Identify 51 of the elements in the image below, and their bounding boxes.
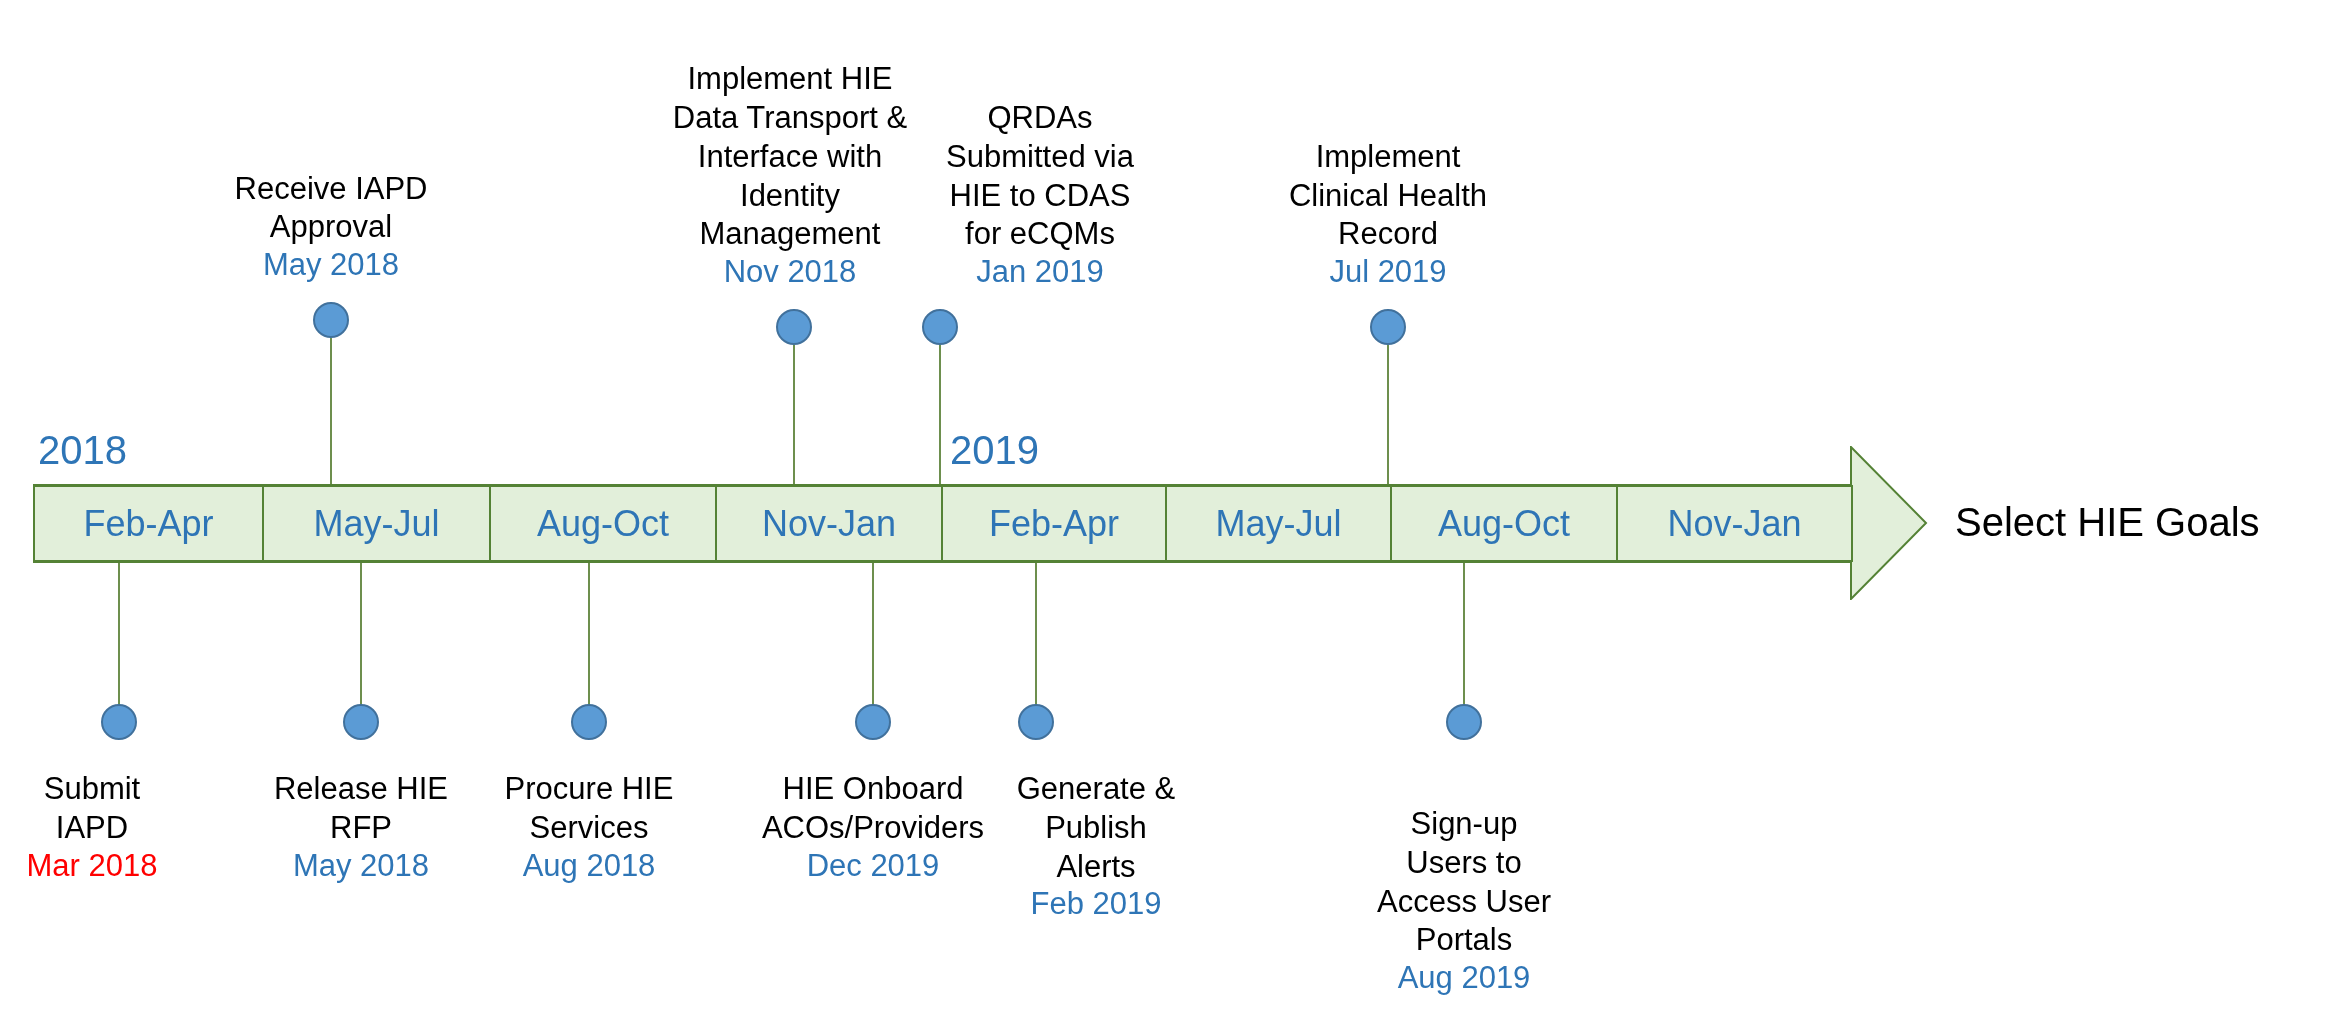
connector-line xyxy=(330,337,332,486)
period-segment: Aug-Oct xyxy=(489,485,717,562)
period-segment: Aug-Oct xyxy=(1390,485,1618,562)
period-segment: May-Jul xyxy=(262,485,491,562)
connector-line xyxy=(872,561,874,705)
milestone-text: Release HIE RFP xyxy=(273,770,449,847)
connector-line xyxy=(360,561,362,705)
milestone-dot xyxy=(1446,704,1482,740)
milestone-date: Aug 2018 xyxy=(521,847,657,884)
milestone-dot xyxy=(776,309,812,345)
timeline-goal-text: Select HIE Goals xyxy=(1955,500,2260,545)
milestone-date: May 2018 xyxy=(261,247,401,283)
milestone-text: Receive IAPD Approval xyxy=(233,169,429,247)
milestone-dot xyxy=(571,704,607,740)
period-segment: Nov-Jan xyxy=(1616,485,1853,562)
milestone-dot xyxy=(313,302,349,338)
milestone-dot xyxy=(855,704,891,740)
milestone-text: Implement Clinical Health Record xyxy=(1287,137,1489,254)
year-label: 2019 xyxy=(950,428,1039,473)
milestone-dot xyxy=(343,704,379,740)
connector-line xyxy=(1035,561,1037,705)
milestone-text: Generate & Publish Alerts xyxy=(1015,770,1177,886)
period-segment: Nov-Jan xyxy=(715,485,943,562)
milestone-date: Mar 2018 xyxy=(25,847,159,884)
milestone-text: Implement HIE Data Transport & Interface with Identity Management xyxy=(671,60,909,254)
milestone-dot xyxy=(1018,704,1054,740)
period-segment: May-Jul xyxy=(1165,485,1392,562)
milestone-date: Jan 2019 xyxy=(975,254,1105,290)
milestone-dot xyxy=(922,309,958,345)
milestone-text: Procure HIE Services xyxy=(503,770,675,847)
milestone-text: QRDAs Submitted via HIE to CDAS for eCQMs xyxy=(945,99,1135,254)
milestone-date: May 2018 xyxy=(291,847,431,884)
milestone-date: Nov 2018 xyxy=(722,254,858,290)
milestone-date: Aug 2019 xyxy=(1396,960,1532,996)
period-segment: Feb-Apr xyxy=(33,485,264,562)
milestone-text: Sign-up Users to Access User Portals xyxy=(1376,805,1552,960)
milestone-date: Dec 2019 xyxy=(805,847,941,884)
connector-line xyxy=(1463,561,1465,705)
period-segment: Feb-Apr xyxy=(941,485,1167,562)
connector-line xyxy=(588,561,590,705)
milestone-dot xyxy=(1370,309,1406,345)
milestone-date: Jul 2019 xyxy=(1328,254,1448,290)
year-label: 2018 xyxy=(38,428,127,473)
connector-line xyxy=(118,561,120,705)
milestone-date: Feb 2019 xyxy=(1029,886,1163,923)
milestone-text: HIE Onboard ACOs/Providers xyxy=(760,770,986,847)
connector-line xyxy=(1387,344,1389,486)
connector-line xyxy=(793,344,795,486)
milestone-dot xyxy=(101,704,137,740)
connector-line xyxy=(939,344,941,486)
milestone-text: Submit IAPD xyxy=(42,770,142,847)
